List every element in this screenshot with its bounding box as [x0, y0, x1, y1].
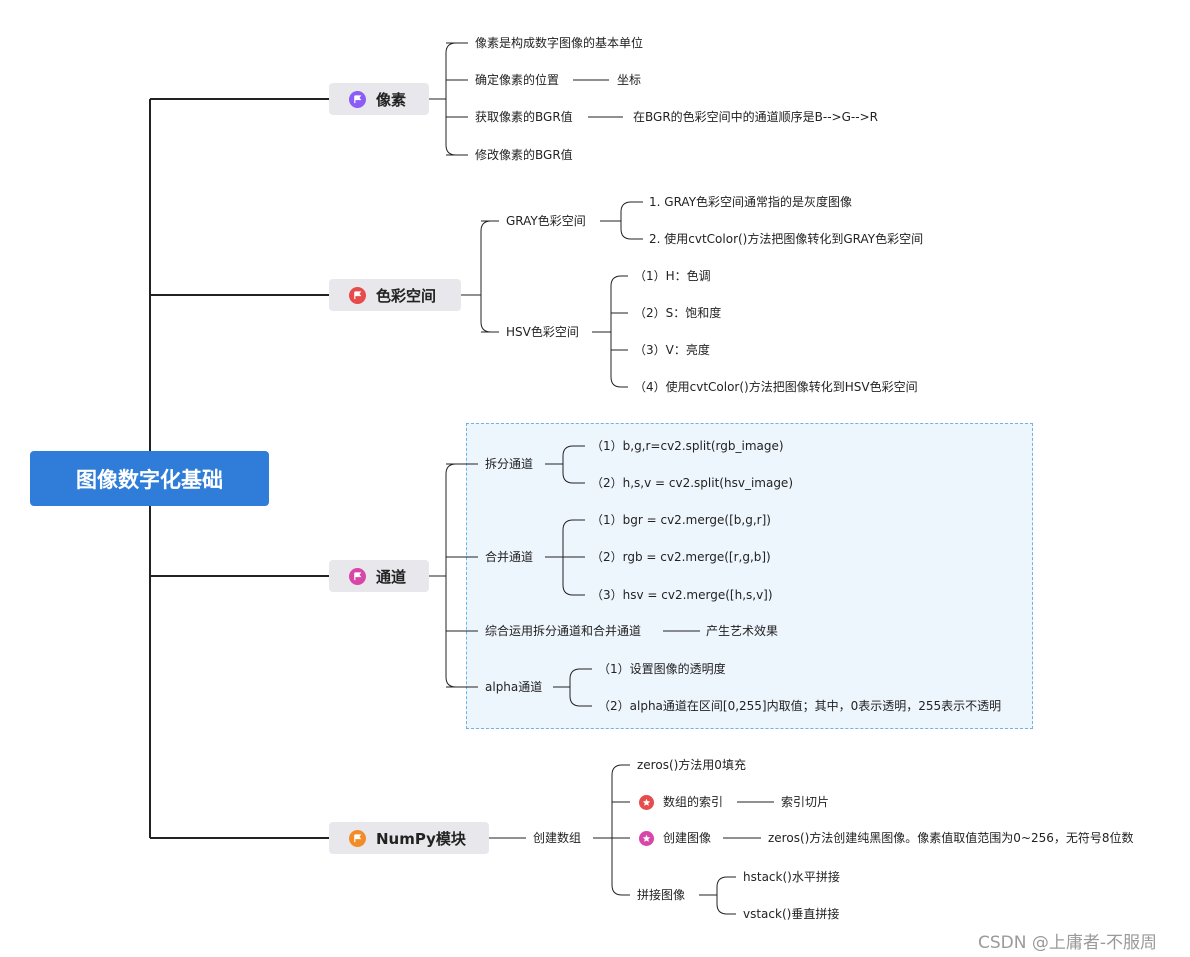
topic-channel[interactable]: 通道	[329, 560, 429, 592]
flag-icon	[349, 90, 366, 108]
root-topic[interactable]: 图像数字化基础	[30, 451, 269, 506]
node-merge-channel[interactable]: 合并通道	[485, 550, 534, 564]
node-zeros-fill[interactable]: zeros()方法用0填充	[637, 758, 746, 772]
node-concat-image[interactable]: 拼接图像	[637, 888, 686, 902]
node-combo-effect[interactable]: 产生艺术效果	[706, 624, 779, 638]
star-icon	[639, 795, 654, 810]
node-gray-space[interactable]: GRAY色彩空间	[506, 214, 586, 228]
node-pixel-unit[interactable]: 像素是构成数字图像的基本单位	[475, 36, 644, 50]
node-create-image-note[interactable]: zeros()方法创建纯黑图像。像素值取值范围为0~256，无符号8位数	[768, 831, 1134, 845]
node-array-index[interactable]: 数组的索引	[663, 795, 724, 809]
node-pixel-position[interactable]: 确定像素的位置	[475, 73, 560, 87]
node-alpha-item-1[interactable]: （1）设置图像的透明度	[598, 662, 726, 676]
node-hsv-space[interactable]: HSV色彩空间	[506, 325, 579, 339]
node-index-slice[interactable]: 索引切片	[781, 795, 830, 809]
node-split-channel[interactable]: 拆分通道	[485, 457, 534, 471]
node-hsv-item-2[interactable]: （2）S：饱和度	[634, 306, 722, 320]
flag-icon	[349, 286, 366, 304]
watermark: CSDN @上庸者-不服周	[978, 933, 1158, 953]
topic-color-space[interactable]: 色彩空间	[329, 279, 461, 311]
node-vstack[interactable]: vstack()垂直拼接	[743, 907, 840, 921]
node-hsv-item-3[interactable]: （3）V：亮度	[634, 343, 710, 357]
flag-icon	[349, 567, 366, 585]
star-icon	[639, 831, 654, 846]
topic-label: NumPy模块	[376, 829, 466, 848]
node-merge-item-1[interactable]: （1）bgr = cv2.merge([b,g,r])	[591, 513, 771, 527]
node-merge-item-2[interactable]: （2）rgb = cv2.merge([r,g,b])	[591, 550, 771, 564]
topic-label: 像素	[376, 90, 407, 109]
node-hsv-item-4[interactable]: （4）使用cvtColor()方法把图像转化到HSV色彩空间	[634, 380, 918, 394]
node-split-item-1[interactable]: （1）b,g,r=cv2.split(rgb_image)	[591, 439, 784, 453]
node-pixel-coordinate[interactable]: 坐标	[617, 73, 642, 87]
node-hstack[interactable]: hstack()水平拼接	[743, 870, 840, 884]
node-combo-channel[interactable]: 综合运用拆分通道和合并通道	[485, 624, 642, 638]
topic-label: 色彩空间	[376, 286, 437, 305]
node-alpha-channel[interactable]: alpha通道	[485, 680, 543, 694]
node-create-image[interactable]: 创建图像	[663, 831, 712, 845]
node-pixel-modify-bgr[interactable]: 修改像素的BGR值	[475, 148, 573, 162]
node-merge-item-3[interactable]: （3）hsv = cv2.merge([h,s,v])	[591, 588, 773, 602]
topic-numpy[interactable]: NumPy模块	[329, 822, 489, 854]
topic-pixel[interactable]: 像素	[329, 83, 429, 115]
node-gray-item-2[interactable]: 2. 使用cvtColor()方法把图像转化到GRAY色彩空间	[649, 232, 924, 246]
node-alpha-item-2[interactable]: （2）alpha通道在区间[0,255]内取值；其中，0表示透明，255表示不透…	[598, 699, 1002, 713]
topic-label: 通道	[376, 567, 407, 586]
node-hsv-item-1[interactable]: （1）H：色调	[634, 269, 711, 283]
node-pixel-bgr-order[interactable]: 在BGR的色彩空间中的通道顺序是B-->G-->R	[633, 110, 878, 124]
channel-boundary	[466, 423, 1033, 729]
node-split-item-2[interactable]: （2）h,s,v = cv2.split(hsv_image)	[591, 476, 793, 490]
flag-icon	[349, 829, 366, 847]
node-create-array[interactable]: 创建数组	[533, 831, 582, 845]
node-gray-item-1[interactable]: 1. GRAY色彩空间通常指的是灰度图像	[649, 195, 853, 209]
node-pixel-get-bgr[interactable]: 获取像素的BGR值	[475, 110, 573, 124]
